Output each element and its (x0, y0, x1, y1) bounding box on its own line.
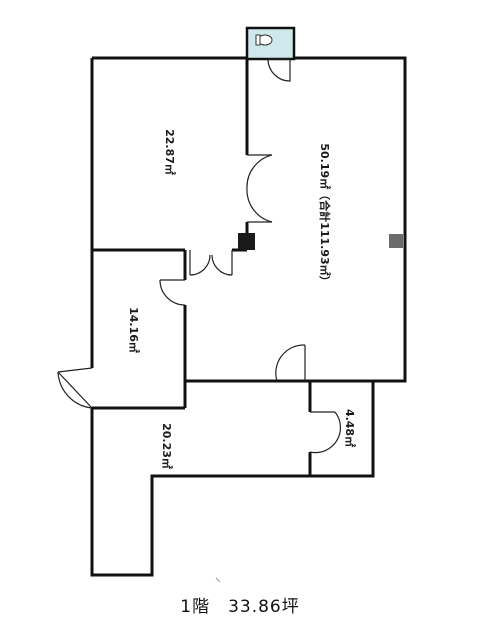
scale-mark (215, 577, 221, 583)
interior-walls (92, 58, 312, 476)
room-a-area: 22.87㎡ (163, 129, 177, 175)
toilet-door-swing (267, 58, 291, 82)
room-d-area: 20.23㎡ (160, 423, 174, 469)
door-room-b-bottom (275, 344, 306, 382)
double-door-c-b (189, 250, 233, 276)
room-e-area: 4.48㎡ (343, 409, 357, 447)
door-room-e (309, 411, 342, 454)
pillar-black (238, 233, 255, 250)
double-door-a-b (246, 154, 273, 223)
pillar-gray (389, 234, 403, 248)
room-b-area: 50.19㎡（合計111.93㎡） (318, 143, 332, 286)
entrance-door (57, 367, 93, 409)
room-c-area: 14.16㎡ (127, 307, 141, 353)
door-room-c (159, 279, 186, 306)
floor-caption: 1階 33.86坪 (180, 597, 300, 617)
toilet-closet (245, 26, 296, 82)
outer-walls (90, 56, 407, 577)
toilet-icon (255, 34, 273, 46)
